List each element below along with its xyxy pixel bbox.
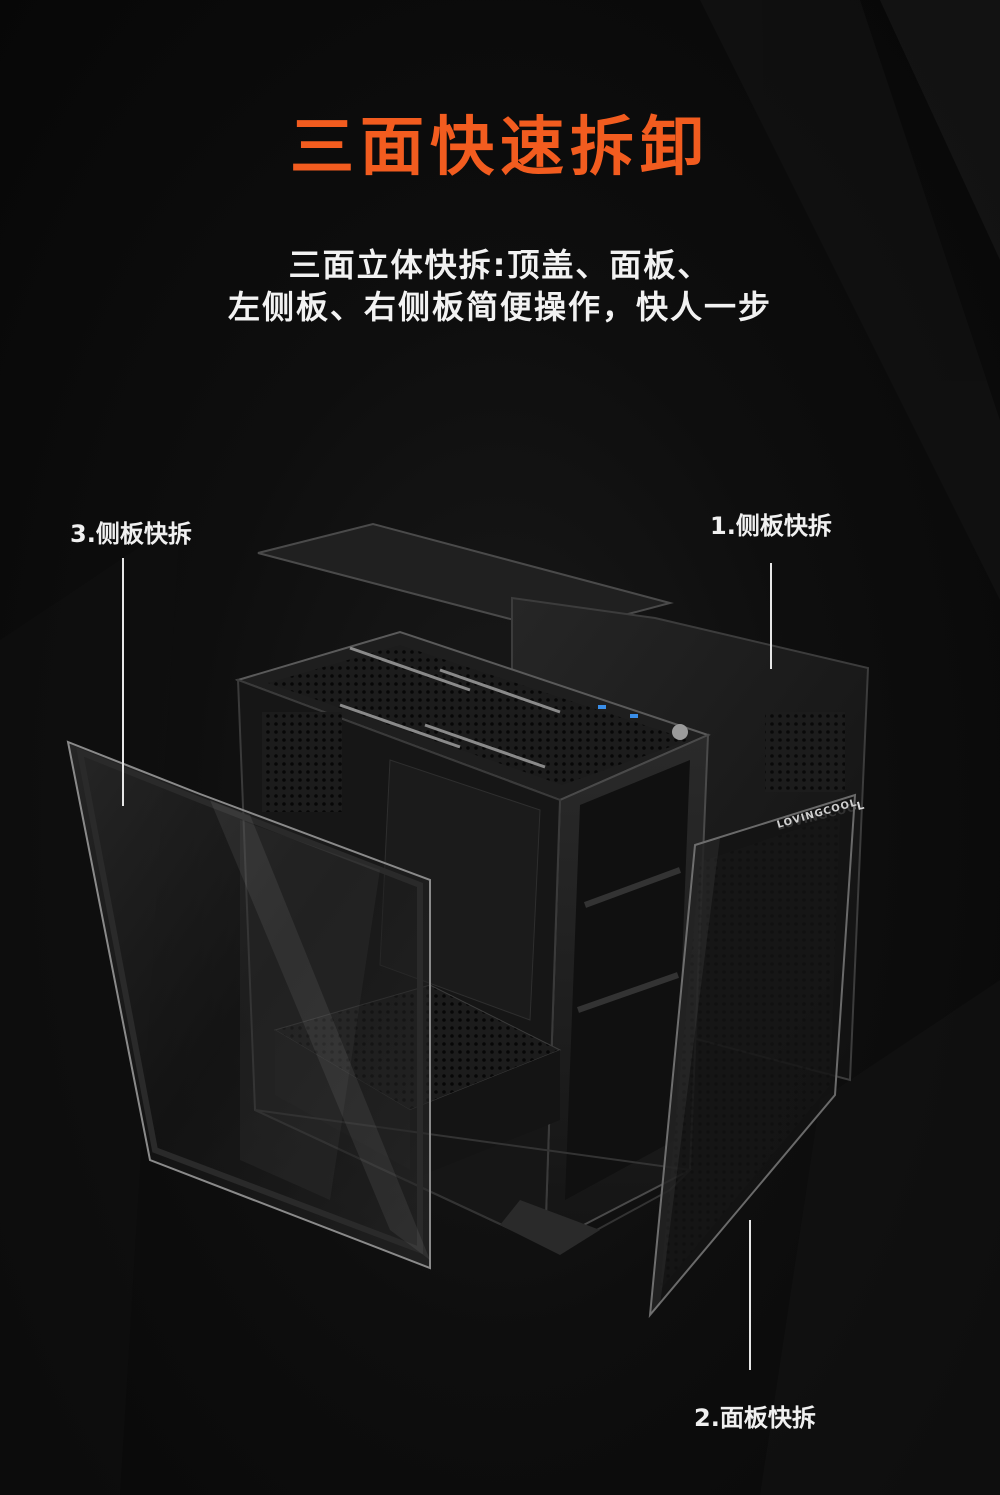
callout-line-1	[770, 563, 772, 669]
callout-front-panel-2: 2.面板快拆	[694, 1404, 816, 1432]
page-title: 三面快速拆卸	[290, 111, 710, 185]
front-glass-panel: LOVINGCOOL	[648, 793, 859, 1319]
subtitle-line-2: 左侧板、右侧板简便操作，快人一步	[227, 288, 772, 326]
callout-line-2	[749, 1220, 751, 1370]
callout-side-panel-3: 3.侧板快拆	[70, 520, 192, 548]
left-glass-panel	[66, 740, 431, 1270]
callout-side-panel-1: 1.侧板快拆	[710, 512, 832, 540]
callout-line-3	[122, 558, 124, 806]
subtitle-line-1: 三面立体快拆:顶盖、面板、	[288, 246, 712, 284]
